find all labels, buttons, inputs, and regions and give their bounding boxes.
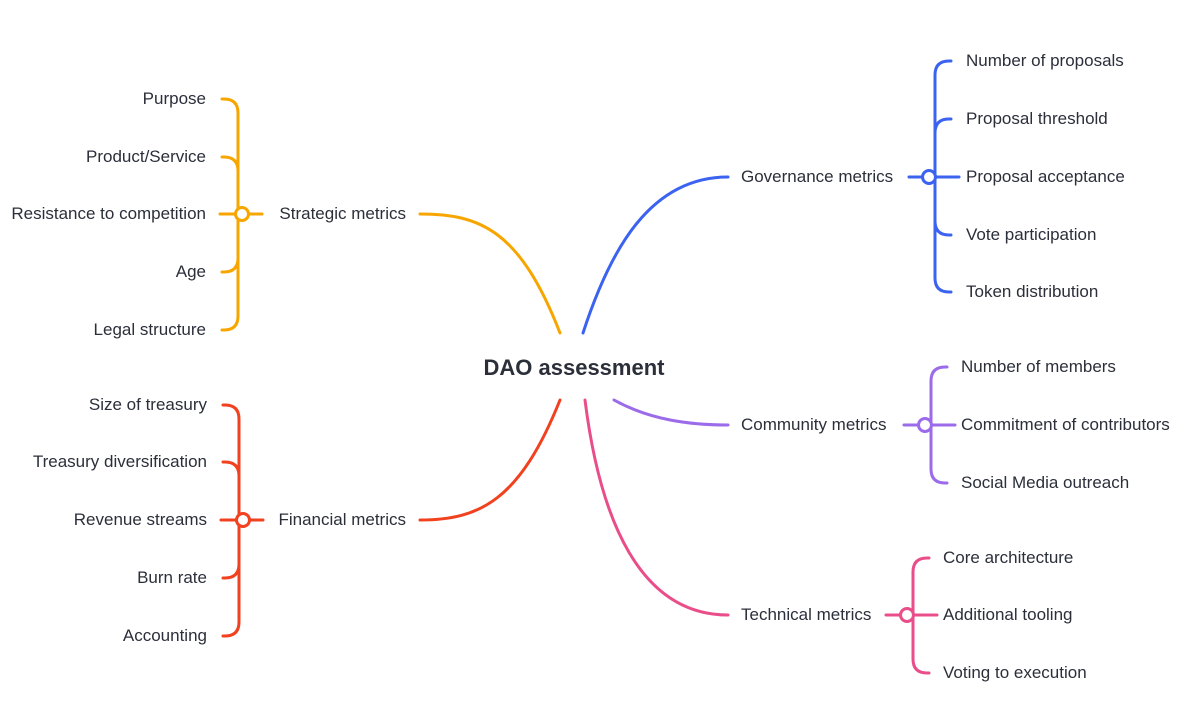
leaf-token-distribution[interactable]: Token distribution bbox=[966, 282, 1099, 301]
technical-child-connector-0 bbox=[911, 556, 931, 617]
technical-child-connector-2 bbox=[911, 613, 931, 675]
financial-child-connector-0 bbox=[221, 403, 241, 522]
leaf-accounting[interactable]: Accounting bbox=[122, 626, 207, 645]
community-child-connector-0 bbox=[929, 365, 949, 427]
branch-label-governance[interactable]: Governance metrics bbox=[741, 167, 894, 186]
leaf-number-of-members[interactable]: Number of members bbox=[961, 357, 1116, 376]
leaf-commitment-of-contributors[interactable]: Commitment of contributors bbox=[961, 415, 1170, 434]
leaf-legal-structure[interactable]: Legal structure bbox=[93, 320, 206, 339]
community-junction-node[interactable] bbox=[917, 417, 933, 433]
branch-label-community[interactable]: Community metrics bbox=[741, 415, 887, 434]
financial-child-connector-3 bbox=[221, 518, 241, 580]
strategic-junction-node[interactable] bbox=[234, 206, 250, 222]
central-topic[interactable]: DAO assessment bbox=[483, 355, 665, 380]
strategic-child-connector-4 bbox=[220, 212, 240, 332]
leaf-social-media-outreach[interactable]: Social Media outreach bbox=[961, 473, 1130, 492]
leaf-size-of-treasury[interactable]: Size of treasury bbox=[88, 395, 207, 414]
strategic-child-connector-3 bbox=[220, 212, 240, 274]
leaf-additional-tooling[interactable]: Additional tooling bbox=[943, 605, 1073, 624]
governance-child-connector-0 bbox=[933, 59, 953, 179]
leaf-burn-rate[interactable]: Burn rate bbox=[137, 568, 207, 587]
governance-main-connector bbox=[581, 175, 730, 335]
junction-nodes bbox=[234, 169, 937, 623]
financial-child-connector-1 bbox=[221, 460, 241, 522]
leaf-product-service[interactable]: Product/Service bbox=[86, 147, 206, 166]
community-main-connector bbox=[612, 398, 730, 427]
leaf-revenue-streams[interactable]: Revenue streams bbox=[73, 510, 207, 529]
leaf-resistance-to-competition[interactable]: Resistance to competition bbox=[11, 204, 206, 223]
community-child-connector-2 bbox=[929, 423, 949, 485]
branch-label-technical[interactable]: Technical metrics bbox=[741, 605, 872, 624]
branch-label-financial[interactable]: Financial metrics bbox=[278, 510, 406, 529]
leaf-voting-to-execution[interactable]: Voting to execution bbox=[943, 663, 1087, 682]
branch-label-strategic[interactable]: Strategic metrics bbox=[279, 204, 406, 223]
technical-junction-node[interactable] bbox=[899, 607, 915, 623]
leaf-purpose[interactable]: Purpose bbox=[142, 89, 206, 108]
strategic-child-connector-0 bbox=[220, 97, 240, 216]
leaf-vote-participation[interactable]: Vote participation bbox=[966, 225, 1097, 244]
strategic-main-connector bbox=[418, 212, 562, 335]
governance-junction-node[interactable] bbox=[921, 169, 937, 185]
governance-child-connector-1 bbox=[933, 117, 953, 179]
financial-main-connector bbox=[418, 398, 562, 522]
governance-child-connector-3 bbox=[933, 175, 953, 237]
leaf-treasury-diversification[interactable]: Treasury diversification bbox=[32, 452, 207, 471]
governance-child-connector-4 bbox=[933, 175, 953, 294]
leaf-age[interactable]: Age bbox=[175, 262, 206, 281]
leaf-core-architecture[interactable]: Core architecture bbox=[943, 548, 1074, 567]
strategic-child-connector-1 bbox=[220, 155, 240, 216]
technical-main-connector bbox=[583, 398, 730, 617]
financial-child-connector-4 bbox=[221, 518, 241, 638]
leaf-proposal-acceptance[interactable]: Proposal acceptance bbox=[966, 167, 1125, 186]
connector-lines bbox=[218, 59, 961, 675]
financial-junction-node[interactable] bbox=[235, 512, 251, 528]
leaf-number-of-proposals[interactable]: Number of proposals bbox=[966, 51, 1124, 70]
leaf-proposal-threshold[interactable]: Proposal threshold bbox=[966, 109, 1108, 128]
